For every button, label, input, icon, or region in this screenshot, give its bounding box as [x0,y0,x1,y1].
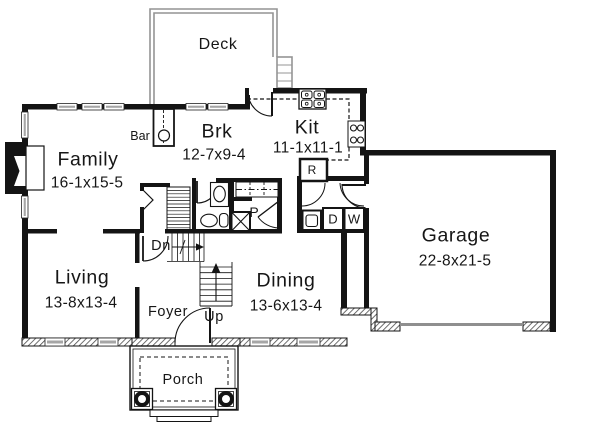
room-label-kit: Kit [294,116,320,139]
room-label-porch: Porch [162,371,204,388]
kitchen-fixtures [235,88,366,198]
room-label-living: Living [54,266,110,289]
laundry-fixtures [301,207,365,231]
room-dims-dining: 13-6x13-4 [249,297,323,315]
room-dims-family: 16-1x15-5 [50,174,124,192]
room-dims-living: 13-8x13-4 [44,294,118,312]
room-label-deck: Deck [198,36,238,53]
room-label-brk: Brk [201,120,233,143]
room-label-dining: Dining [256,269,316,292]
stairs [166,186,233,307]
door-openings [196,87,370,208]
hatched-walls [21,307,551,347]
stairs-down-run [167,233,205,262]
dryer-box [322,207,344,231]
pantry-label: P [249,204,259,220]
room-dims-brk: 12-7x9-4 [182,146,246,164]
porch-steps [149,409,219,422]
refrigerator-box [298,157,329,183]
kitchen-sink [298,88,327,110]
toilet [200,213,218,228]
refrigerator-label: R [307,163,317,177]
fireplace [5,142,45,194]
porch-column-left [130,387,154,411]
stairs-up-label: Up [204,308,224,325]
bar-counter [152,108,175,147]
room-label-family: Family [57,148,119,171]
room-label-garage: Garage [421,224,491,247]
room-dims-garage: 22-8x21-5 [418,252,492,270]
room-label-bar: Bar [130,128,150,143]
washer-label: W [347,211,361,227]
dryer-label: D [328,211,338,227]
hall-cabinet [235,181,279,198]
bathroom-fixtures [200,181,230,228]
room-dims-kit: 11-1x11-1 [272,139,344,157]
porch-structure [129,345,239,422]
cooktop [347,120,366,148]
chase-box [230,211,251,232]
stairs-down-label: Dn [151,237,171,254]
walls [22,88,556,346]
windows [21,103,321,347]
room-label-foyer: Foyer [147,303,189,320]
porch-column-right [214,387,238,411]
under-stair-closet [166,186,191,230]
stairs-up-run [199,262,233,307]
washer-box [343,207,365,231]
